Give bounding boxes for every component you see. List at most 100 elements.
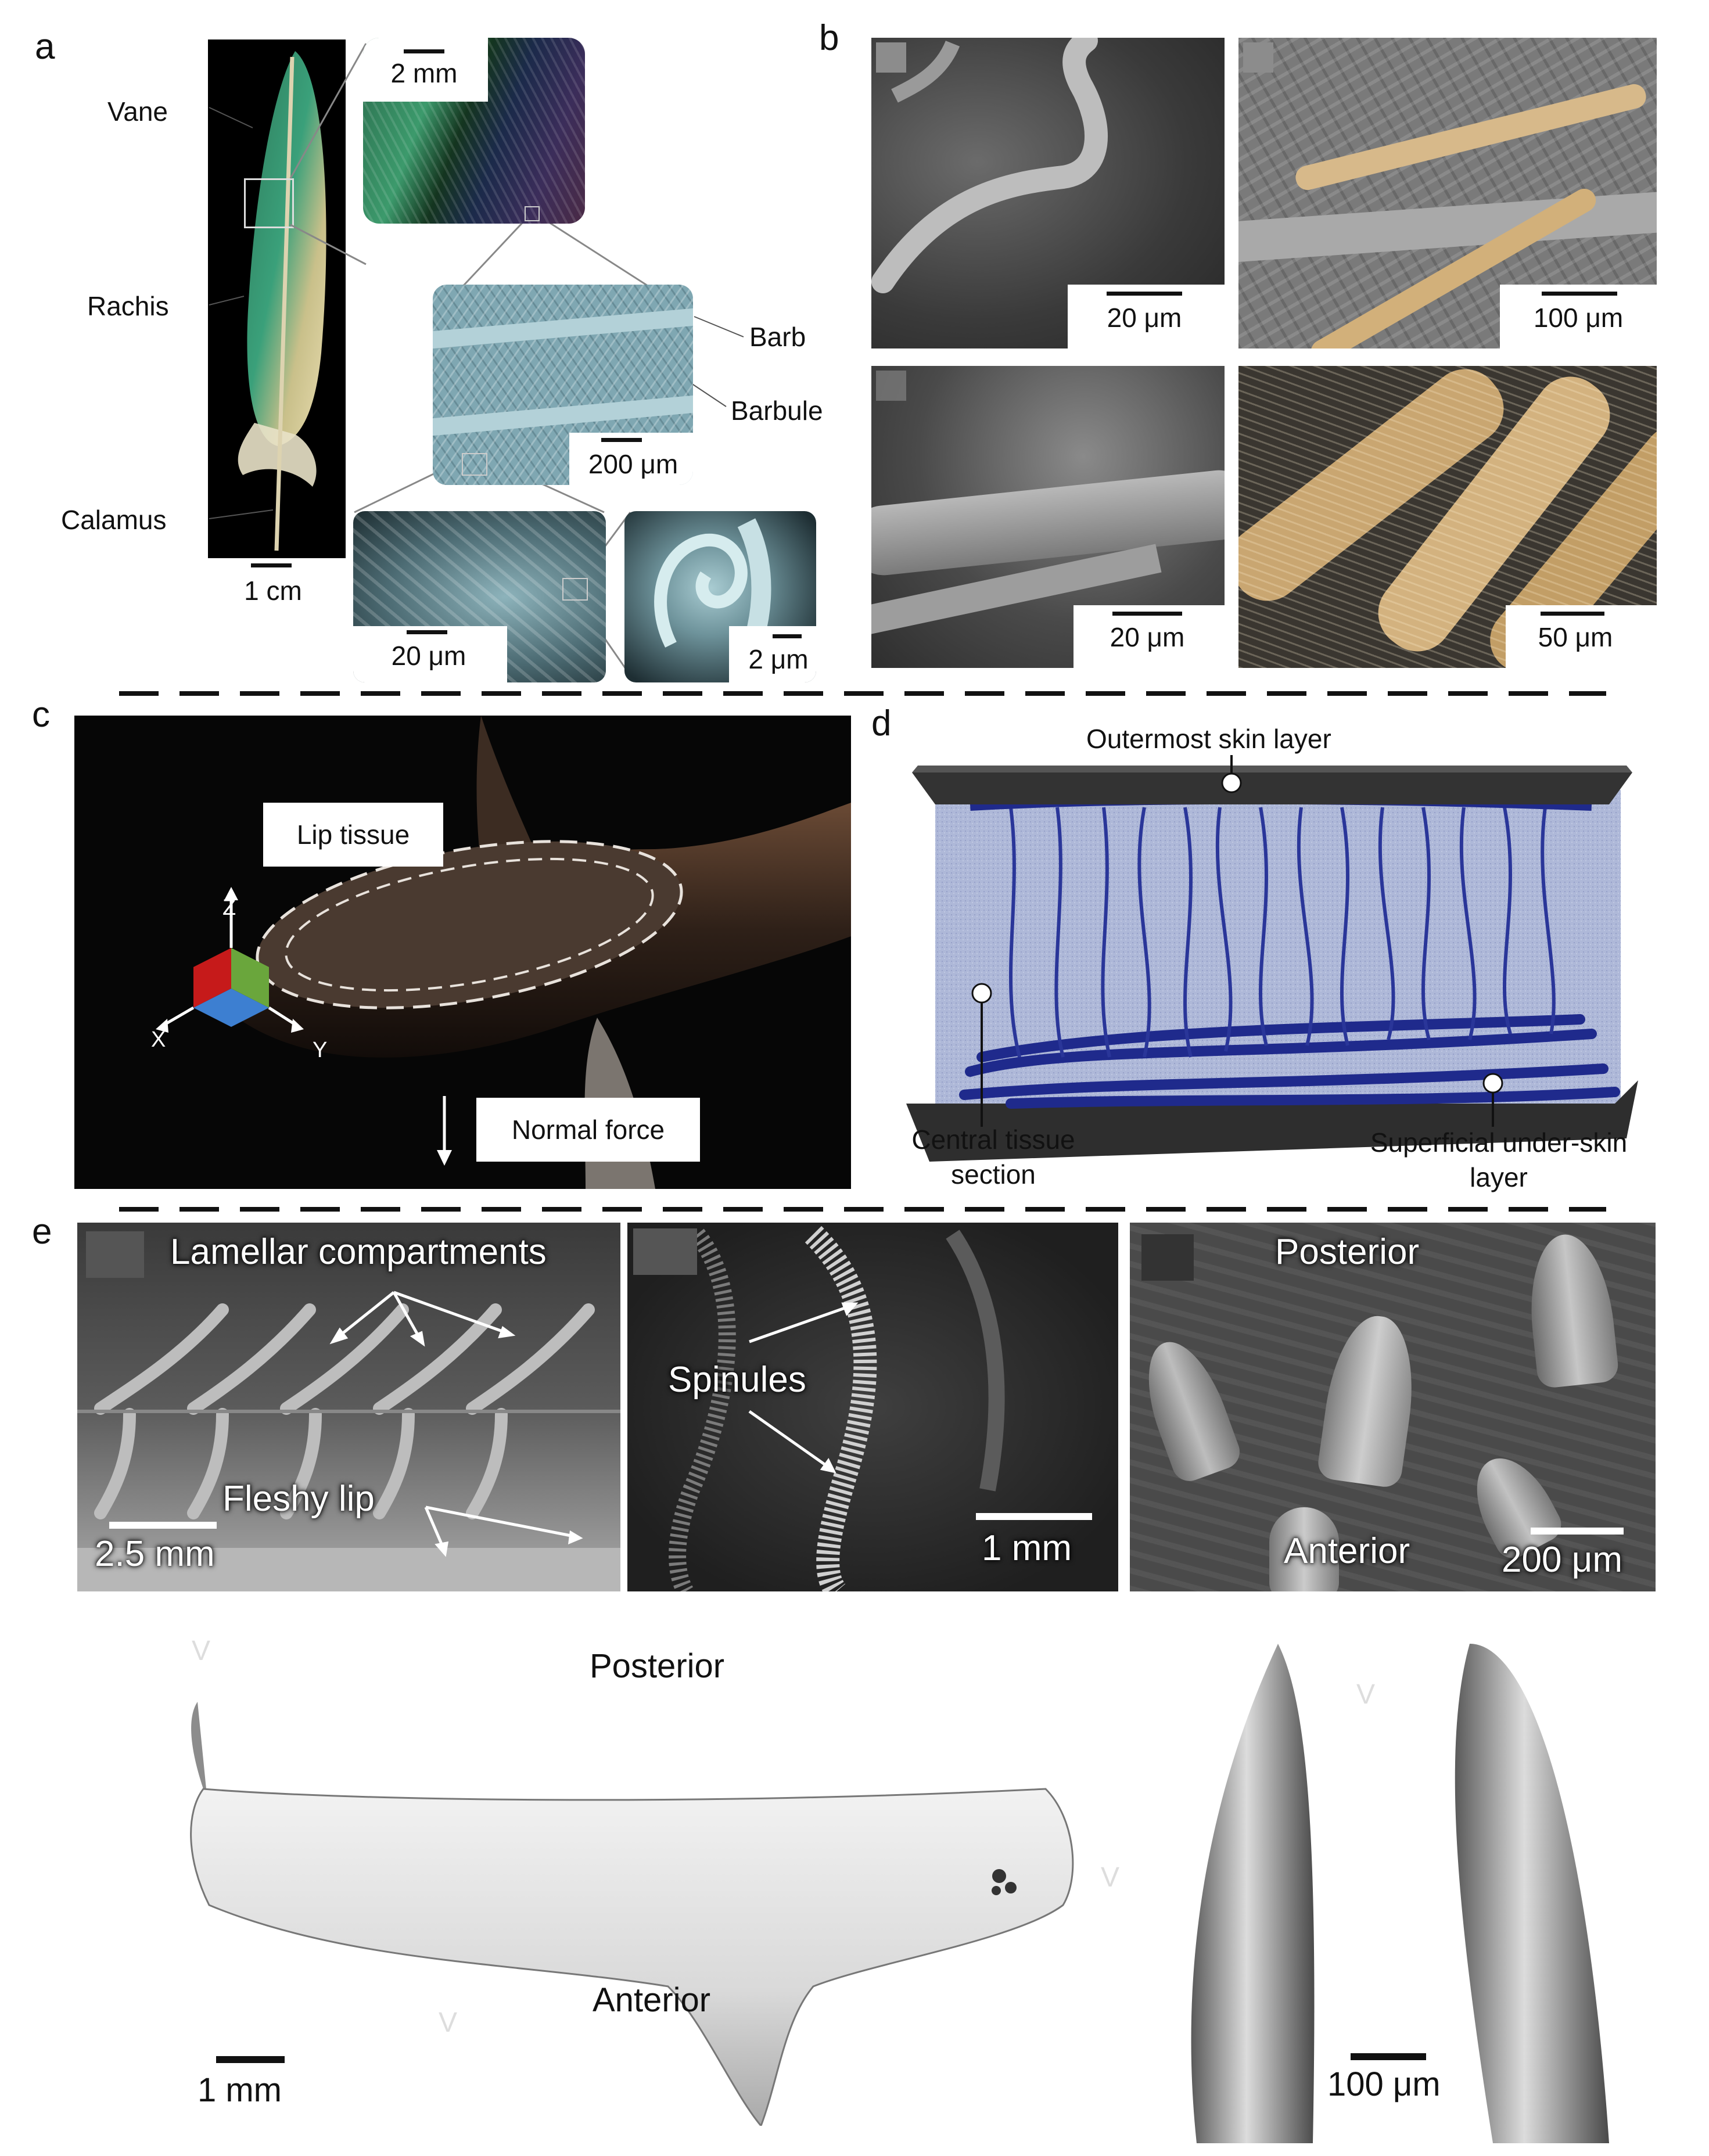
scalebar-b3: [1112, 612, 1182, 616]
hook-sem-wide: 20 μm: [353, 511, 606, 682]
separator-dashed-1: [119, 691, 1606, 696]
anterior-label-model: Anterior: [593, 1981, 711, 2019]
central-tissue-label-2: section: [951, 1159, 1036, 1190]
spinule-5: [1269, 1507, 1339, 1591]
lamellae-photo: Lamellar compartments Fleshy lip 2.5 mm: [77, 1223, 620, 1591]
fish-drawing: [156, 716, 851, 1189]
hook-sem-detail: 2 μm: [624, 511, 816, 682]
zoom-box-rect: [244, 178, 294, 228]
spinules-photo: Spinules 1 mm: [627, 1223, 1118, 1591]
scalebar-200um-label: 200 μm: [588, 449, 678, 479]
under-skin-label-2: layer: [1470, 1162, 1528, 1192]
scalebar-e5-label: 100 μm: [1327, 2065, 1441, 2103]
label-rachis: Rachis: [87, 291, 169, 321]
vertical-fibers: [1009, 807, 1556, 1058]
normal-force-label: Normal force: [511, 1115, 665, 1145]
zoom-box-small: [525, 206, 540, 221]
b4-scalebar-box: [1506, 605, 1657, 668]
panel-e2-arrows: [748, 1302, 859, 1474]
scalebar-e1: [109, 1522, 217, 1529]
scalebar-b1-label: 20 μm: [1107, 303, 1182, 333]
zoom-box-small-3: [562, 578, 588, 601]
sem-barbule-bottom-right: 50 μm: [1238, 366, 1657, 668]
scalebar-feather-label: 1 cm: [244, 576, 302, 606]
zoom-box-small-2: [462, 453, 487, 476]
outermost-skin-label: Outermost skin layer: [1086, 724, 1331, 754]
sem-chip: [1243, 42, 1273, 73]
axis-cube-drawing: [156, 887, 304, 1033]
panel-letter-e: e: [32, 1212, 52, 1252]
photo-chip: [633, 1228, 697, 1275]
spinule-sem-photo: Posterior Anterior 200 μm: [1130, 1223, 1656, 1591]
scalebar-e4: [216, 2056, 285, 2063]
fish-photo: Lip tissue Normal force Z X Y: [74, 716, 851, 1189]
scalebar-feather: [251, 563, 292, 567]
sem-barbule-top-right: 100 μm: [1238, 38, 1657, 348]
skin-diagram: [906, 755, 1638, 1162]
jaw-model-drawing: [190, 1702, 1074, 2126]
sem-hook-top-left: 20 μm: [871, 38, 1225, 348]
panel-letter-b: b: [819, 18, 839, 58]
hook-curve-drawing: [871, 38, 1108, 293]
photo-chip: [86, 1231, 144, 1278]
v-mark-1: V: [192, 1636, 211, 1666]
lip-tissue-label: Lip tissue: [296, 820, 410, 850]
scalebar-b4: [1541, 612, 1604, 616]
sem-chip: [876, 42, 906, 73]
v-mark-4: V: [1356, 1679, 1376, 1710]
posterior-label-sem: Posterior: [1275, 1232, 1420, 1272]
feather-vane-zoom: 2 mm: [363, 38, 585, 224]
scalebar-e3-label: 200 μm: [1502, 1540, 1623, 1580]
central-tissue-label-1: Central tissue: [911, 1124, 1075, 1155]
posterior-label-model: Posterior: [590, 1647, 725, 1685]
scalebar-b2: [1542, 292, 1617, 296]
scalebar-e4-label: 1 mm: [198, 2071, 282, 2109]
zoom1-scalebar-box: [363, 38, 488, 102]
photo-chip: [1141, 1234, 1194, 1281]
label-barbule: Barbule: [731, 396, 823, 426]
lamellar-compartments-label: Lamellar compartments: [170, 1232, 547, 1272]
separator-dashed-2: [119, 1207, 1606, 1212]
scalebar-2um: [773, 634, 802, 638]
woven-fibers: [959, 1014, 1620, 1109]
panel-letter-a: a: [35, 27, 55, 67]
scalebar-e2: [976, 1513, 1092, 1520]
label-barb: Barb: [749, 322, 806, 352]
anterior-label-sem: Anterior: [1284, 1531, 1410, 1571]
b3-scalebar-box: [1073, 605, 1225, 668]
normal-force-box: [476, 1098, 700, 1162]
axis-label-y: Y: [313, 1038, 328, 1062]
zoom3-scalebar-box: [353, 626, 507, 682]
panel-letter-d: d: [871, 703, 892, 743]
scalebar-b2-label: 100 μm: [1533, 303, 1624, 333]
scalebar-b4-label: 50 μm: [1538, 622, 1613, 652]
v-mark-3: V: [1101, 1862, 1120, 1893]
sem-chip: [876, 371, 906, 401]
scalebar-2mm: [404, 49, 444, 53]
spinule-models-drawing: [1191, 1644, 1609, 2143]
scalebar-e5: [1351, 2053, 1426, 2060]
spinules-drawing: [669, 1226, 1005, 1591]
scalebar-b3-label: 20 μm: [1110, 622, 1185, 652]
scalebar-2mm-label: 2 mm: [390, 58, 458, 88]
panel-letter-c: c: [32, 695, 50, 735]
lip-tissue-box: [263, 803, 443, 867]
scalebar-2um-label: 2 μm: [748, 644, 809, 674]
barbule-sem: 200 μm: [433, 285, 693, 485]
scalebar-200um: [601, 438, 642, 442]
scalebar-e2-label: 1 mm: [982, 1528, 1072, 1568]
fleshy-lip-label: Fleshy lip: [222, 1479, 375, 1519]
scalebar-20um-a: [407, 630, 447, 634]
axis-label-z: Z: [222, 896, 236, 920]
sem-hook-bottom-left: 20 μm: [871, 366, 1225, 668]
hook-shaft: [871, 466, 1225, 579]
axis-label-x: X: [151, 1027, 166, 1052]
scalebar-e3: [1531, 1528, 1624, 1535]
lamellae-drawing: [77, 1303, 620, 1591]
label-vane: Vane: [107, 96, 168, 127]
scalebar-e1-label: 2.5 mm: [95, 1534, 215, 1574]
jaw-teeth: [191, 1702, 206, 1789]
under-skin-label-1: Superficial under-skin: [1370, 1127, 1628, 1158]
spinules-label: Spinules: [668, 1360, 806, 1400]
label-calamus: Calamus: [61, 505, 167, 535]
